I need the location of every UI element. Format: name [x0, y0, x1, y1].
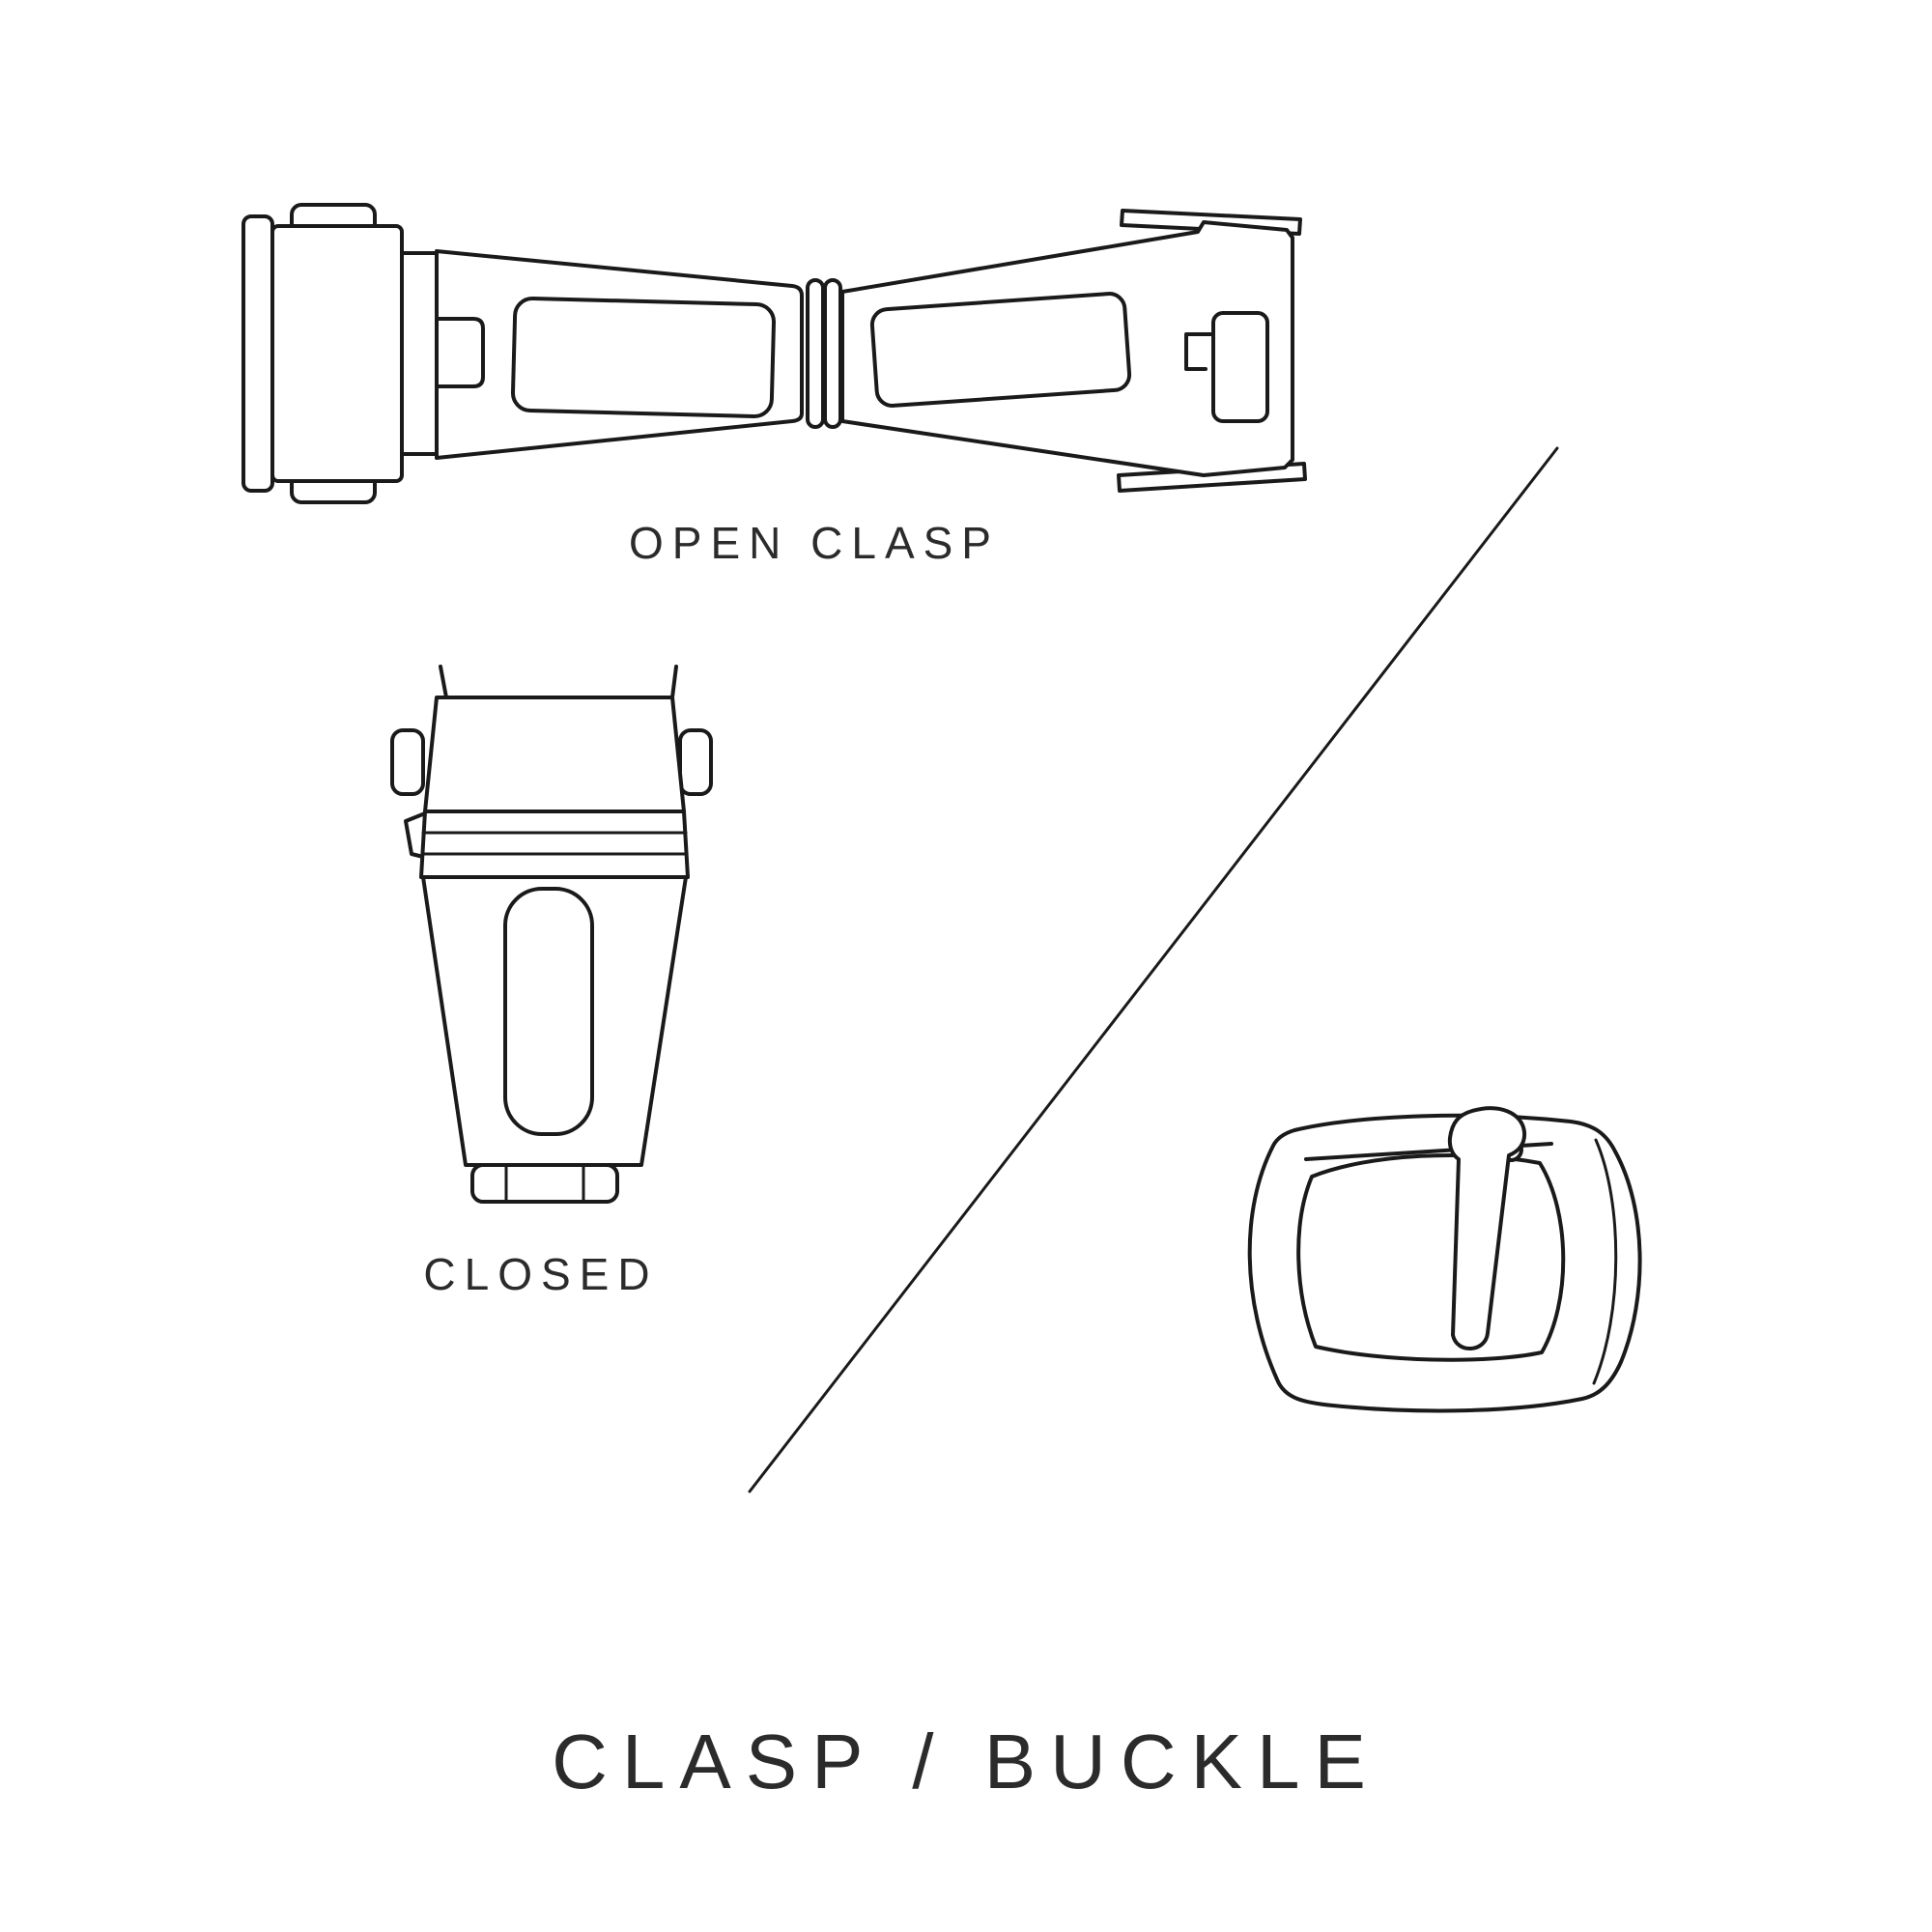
page-title: CLASP / BUCKLE	[552, 1719, 1380, 1804]
clasp-latch-hook	[1184, 332, 1213, 371]
clasp-hinge	[823, 278, 842, 429]
closed-caption: CLOSED	[423, 1249, 659, 1299]
closed-right-ear	[678, 728, 713, 796]
clasp-right-window	[869, 292, 1132, 408]
clasp-cover	[270, 224, 404, 483]
clasp-hinge	[806, 278, 825, 429]
open-clasp-illustration	[242, 203, 1307, 504]
closed-clasp-illustration	[390, 665, 713, 1204]
buckle-right-contour	[1592, 1138, 1618, 1385]
closed-left-ear	[390, 728, 425, 796]
closed-prong	[439, 665, 448, 699]
closed-bottom-bar	[470, 1163, 619, 1204]
clasp-notch	[435, 317, 485, 388]
buckle-tongue	[1447, 1106, 1527, 1350]
open-clasp-caption: OPEN CLASP	[629, 518, 1000, 568]
closed-top-box	[423, 696, 686, 813]
closed-hinge-band	[419, 810, 690, 879]
clasp-left-window	[510, 296, 777, 419]
divider-line	[748, 446, 1559, 1493]
clasp-cover-strip	[242, 214, 274, 493]
clasp-latch-cutout	[1211, 311, 1269, 423]
buckle-frame-inner	[1296, 1152, 1566, 1362]
closed-prong	[670, 665, 678, 699]
clasp-lug	[400, 251, 439, 456]
closed-window	[503, 887, 594, 1136]
buckle-illustration	[1247, 1106, 1642, 1413]
